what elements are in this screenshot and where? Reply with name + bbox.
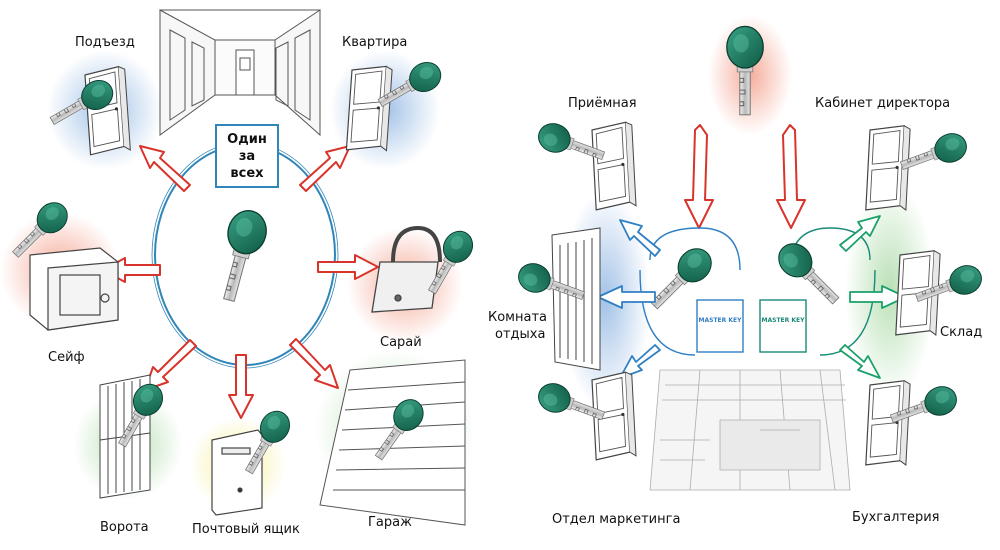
label-shed: Сарай [380, 335, 422, 350]
arrow-to-mailbox [228, 354, 254, 419]
corridor-illustration [159, 9, 321, 137]
label-accounting: Бухгалтерия [852, 510, 940, 525]
rest-room-door [551, 227, 601, 371]
entrance-door [83, 65, 132, 156]
label-gate: Ворота [100, 520, 149, 535]
left-padlock [639, 227, 741, 356]
mailbox-illustration [211, 429, 263, 516]
blue-arrows [597, 219, 661, 379]
master-key-box-left [696, 299, 744, 353]
master-key-icon [209, 205, 272, 306]
label-director-office: Кабинет директора [815, 96, 951, 111]
center-title-line-2: за [238, 148, 256, 164]
arrow-to-shed [317, 254, 379, 280]
accounting-door [865, 378, 911, 468]
arrow-to-apartment [299, 145, 351, 192]
top-arrows [684, 124, 806, 229]
label-entrance: Подъезд [75, 35, 135, 50]
center-title-line-3: всех [230, 165, 264, 181]
master-key-box-right [759, 299, 807, 353]
arrow-to-garage [289, 338, 339, 389]
master-key-label-right: MASTER KEY [762, 317, 806, 324]
label-safe: Сейф [48, 350, 85, 365]
center-title-line-1: Один [227, 131, 267, 147]
label-garage: Гараж [368, 515, 412, 530]
arrow-down-right [776, 124, 806, 229]
label-rest-room-line1: Комната [488, 310, 547, 325]
center-title-box: Один за всех [215, 124, 279, 188]
arrow-to-director [839, 215, 881, 252]
arrow-down-left [684, 124, 714, 229]
office-sketch [649, 369, 851, 491]
label-mailbox: Почтовый ящик [192, 522, 300, 537]
safe-illustration [29, 247, 119, 331]
arrow-to-rest-room [597, 285, 656, 309]
label-rest-room-line2: отдыха [495, 327, 546, 342]
arrow-to-reception [619, 219, 661, 257]
master-key-label-left: MASTER KEY [699, 317, 743, 324]
arrow-to-gate [144, 339, 197, 391]
arrow-to-warehouse [849, 285, 907, 309]
arrow-to-entrance [139, 145, 191, 192]
label-apartment: Квартира [342, 35, 408, 50]
apartment-door [345, 63, 393, 154]
label-warehouse: Склад [940, 325, 983, 340]
reception-door [591, 121, 637, 211]
green-arrows [839, 215, 907, 379]
arrow-to-accounting [839, 344, 881, 379]
label-marketing: Отдел маркетинга [552, 512, 681, 527]
shed-padlock [371, 225, 442, 313]
label-reception: Приёмная [568, 96, 637, 111]
arrow-to-marketing [619, 344, 661, 379]
